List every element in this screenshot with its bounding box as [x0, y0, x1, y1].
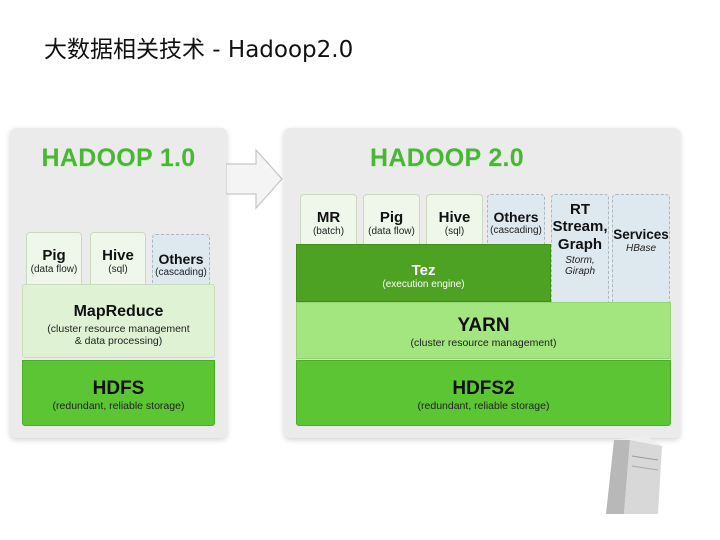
hadoop1-app-hive: Hive (sql) [90, 232, 146, 288]
hadoop2-title: HADOOP 2.0 [370, 144, 524, 172]
hdfs2-label: HDFS2 [452, 378, 515, 399]
app-label: Others [158, 251, 204, 267]
hdfs-label: HDFS [92, 378, 145, 399]
hadoop2-app-mr: MR (batch) [300, 194, 357, 250]
hadoop1-panel: HADOOP 1.0 Pig (data flow) Hive (sql) Ot… [10, 128, 227, 438]
yarn-label: YARN [457, 315, 510, 336]
rt-label-line2: Stream, [552, 218, 608, 236]
mapreduce-sublabel-2: & data processing) [74, 335, 163, 348]
slide-title: 大数据相关技术 - Hadoop2.0 [44, 37, 354, 63]
hadoop1-title: HADOOP 1.0 [41, 144, 196, 172]
hdfs2-sublabel: (redundant, reliable storage) [417, 399, 550, 412]
hadoop2-hdfs2-layer: HDFS2 (redundant, reliable storage) [296, 360, 671, 426]
services-label: Services [613, 227, 669, 242]
rt-sublabel-1: Storm, [565, 254, 595, 266]
app-sublabel: (batch) [312, 226, 345, 238]
hadoop2-tez-layer: Tez (execution engine) [296, 244, 551, 302]
hdfs-sublabel: (redundant, reliable storage) [52, 399, 185, 412]
hadoop2-app-services: Services HBase [612, 194, 670, 314]
app-label: Hive [102, 247, 134, 264]
arrow-right-icon [226, 148, 283, 210]
rt-label-line3: Graph [557, 235, 603, 253]
hadoop2-app-rt-stream-graph: RT Stream, Graph Storm, Giraph [551, 194, 609, 314]
app-sublabel: (data flow) [368, 226, 415, 238]
app-sublabel: (data flow) [30, 264, 78, 276]
pedestal-graphic [606, 436, 662, 514]
hadoop1-hdfs-layer: HDFS (redundant, reliable storage) [22, 360, 215, 426]
hadoop2-app-hive: Hive (sql) [426, 194, 483, 250]
app-label: Others [493, 209, 539, 225]
app-label: Hive [438, 209, 471, 226]
hadoop2-panel: HADOOP 2.0 MR (batch) Pig (data flow) Hi… [284, 128, 680, 438]
app-sublabel: (cascading) [155, 267, 207, 279]
rt-label-line1: RT [570, 201, 590, 218]
tez-label: Tez [411, 262, 436, 279]
app-label: Pig [379, 209, 404, 226]
rt-sublabel-2: Giraph [564, 266, 595, 278]
app-label: MR [316, 209, 341, 226]
hadoop1-mapreduce-layer: MapReduce (cluster resource management &… [22, 284, 215, 358]
app-label: Pig [42, 247, 66, 264]
yarn-sublabel: (cluster resource management) [410, 336, 557, 349]
tez-sublabel: (execution engine) [382, 279, 465, 291]
hadoop2-app-pig: Pig (data flow) [363, 194, 420, 250]
app-sublabel: (sql) [108, 264, 128, 276]
hadoop2-yarn-layer: YARN (cluster resource management) [296, 302, 671, 359]
app-sublabel: (cascading) [490, 225, 542, 237]
mapreduce-label: MapReduce [73, 303, 164, 320]
app-sublabel: (sql) [444, 226, 465, 238]
mapreduce-sublabel-1: (cluster resource management [47, 323, 190, 336]
services-sublabel: HBase [625, 242, 656, 254]
hadoop1-app-pig: Pig (data flow) [26, 232, 82, 288]
